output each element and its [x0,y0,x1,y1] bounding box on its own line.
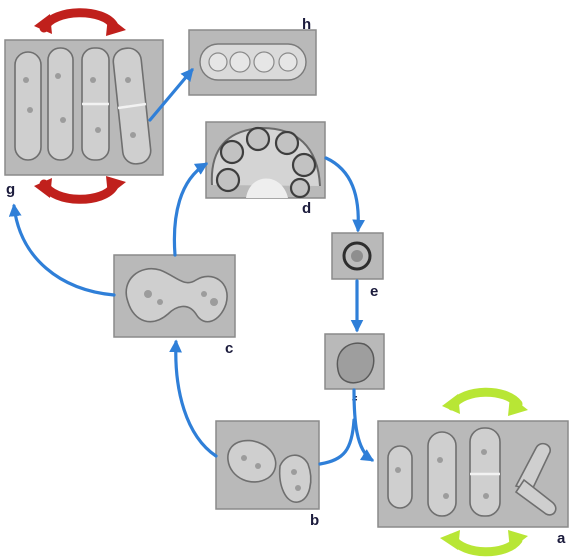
cycle-arrow-icon [442,392,528,416]
label-g: g [6,181,15,198]
arrowhead-icon [174,164,206,255]
panel-b: b [216,421,319,529]
cycle-arrow-icon [34,176,126,199]
cycle-arrow-icon [34,13,126,36]
panel-a: a [378,392,568,552]
cell-a1 [388,446,412,508]
panel-h: h [189,16,316,95]
label-d: d [302,200,311,217]
cell-g2 [48,48,73,160]
label-b: b [310,512,319,529]
label-c: c [225,340,233,357]
arrowhead-icon [176,342,216,456]
cycle-arrow-icon [440,530,528,552]
cell-a2 [428,432,456,516]
label-a: a [557,530,566,547]
cell-g1 [15,52,41,160]
label-h: h [302,16,311,33]
arrowhead-icon [14,206,114,295]
cell-a3 [470,428,500,516]
arrowhead-icon [326,158,358,230]
panel-d: d [206,122,325,217]
label-e: e [370,283,378,300]
panel-g: g [5,13,163,200]
